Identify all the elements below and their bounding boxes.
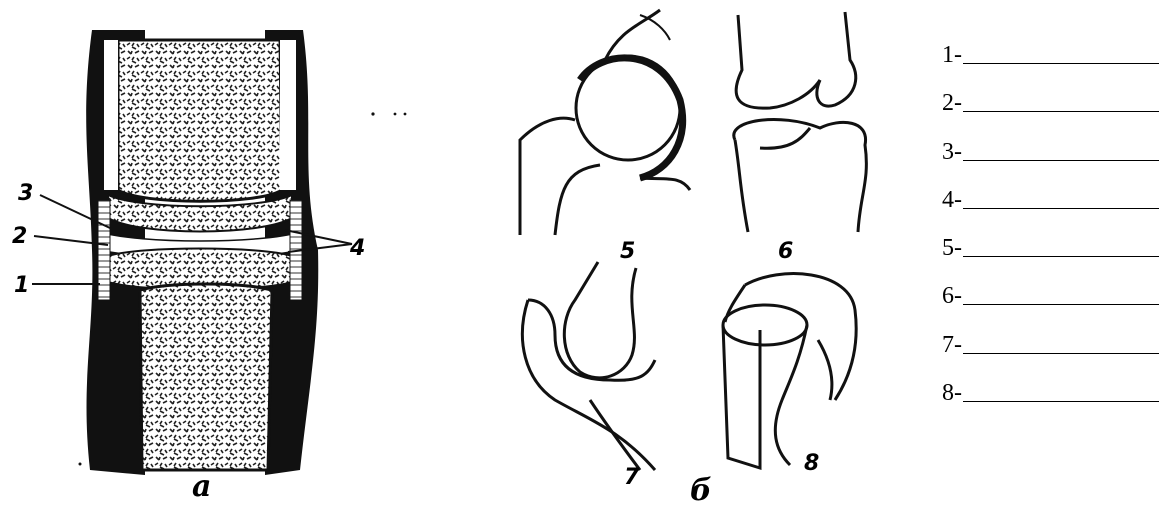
answer-label: 6- [942, 283, 962, 310]
subfigure-label-b: б [690, 473, 712, 503]
callout-label: 2 [12, 224, 27, 249]
callout-label: 8 [804, 451, 819, 476]
callout-label: 1 [14, 273, 29, 298]
answer-label: 4- [942, 187, 962, 214]
panel-6-hinge [734, 12, 867, 232]
callout-label: 6 [778, 239, 793, 264]
panel-5-ball-socket [520, 10, 690, 235]
answer-blank[interactable] [963, 90, 1159, 112]
callout-label: 5 [620, 239, 635, 264]
answer-row: 3- [942, 139, 1169, 187]
answer-row: 8- [942, 380, 1169, 428]
answer-blank[interactable] [963, 283, 1159, 305]
answer-row: 2- [942, 90, 1169, 138]
joint-diagram: 3 2 1 4 5 6 7 8 а б [0, 0, 910, 503]
subfigure-label-a: а [192, 469, 211, 503]
answer-row: 6- [942, 283, 1169, 331]
panel-8-pivot [723, 274, 856, 468]
answer-blank[interactable] [963, 42, 1159, 64]
answer-row: 5- [942, 235, 1169, 283]
answer-list: 1- 2- 3- 4- 5- 6- 7- 8- [942, 42, 1169, 428]
answer-label: 8- [942, 380, 962, 407]
callout-label: 4 [349, 236, 365, 261]
panel-7-saddle [522, 262, 655, 470]
answer-blank[interactable] [963, 332, 1159, 354]
answer-label: 3- [942, 139, 962, 166]
answer-label: 7- [942, 332, 962, 359]
answer-row: 1- [942, 42, 1169, 90]
answer-blank[interactable] [963, 187, 1159, 209]
answer-blank[interactable] [963, 380, 1159, 402]
answer-label: 1- [942, 42, 962, 69]
callout-label: 7 [624, 465, 640, 490]
answer-row: 4- [942, 187, 1169, 235]
joint-illustration: 3 2 1 4 5 6 7 8 а б [0, 0, 910, 503]
answer-label: 2- [942, 90, 962, 117]
answer-blank[interactable] [963, 139, 1159, 161]
answer-row: 7- [942, 332, 1169, 380]
answer-label: 5- [942, 235, 962, 262]
answer-blank[interactable] [963, 235, 1159, 257]
callout-label: 3 [18, 181, 33, 206]
